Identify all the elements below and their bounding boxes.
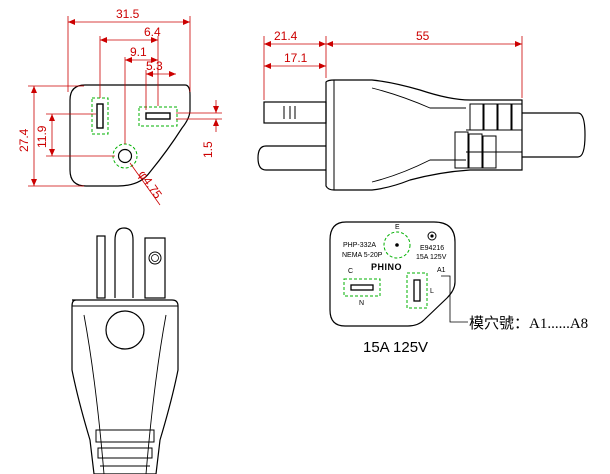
top-view xyxy=(71,227,179,474)
side-cord xyxy=(522,112,586,158)
front-ground-hole xyxy=(117,148,133,164)
cert-mark-icon xyxy=(427,231,437,241)
face-ground-label: E xyxy=(395,224,400,231)
face-model: PHP-332A xyxy=(343,242,376,249)
face-cert: E94216 xyxy=(420,245,444,252)
dim-overall-length: 55 xyxy=(416,29,430,43)
top-pin-left xyxy=(96,235,106,299)
top-pin-ground xyxy=(114,227,134,298)
face-line-slot xyxy=(413,279,421,302)
face-ground-guide xyxy=(383,231,411,259)
top-body-circle xyxy=(105,310,145,350)
side-view: 21.4 55 17.1 xyxy=(257,29,586,191)
dim-slot-offset: 5.3 xyxy=(146,59,163,73)
dim-width: 31.5 xyxy=(116,7,140,21)
dim-pin-to-body: 17.1 xyxy=(284,51,308,65)
mold-note: 模穴號：A1......A8 xyxy=(469,315,588,332)
face-line-guide xyxy=(406,272,428,309)
front-view: 31.5 6.4 9.1 5.3 27.4 11.9 1.5 φ4.75 xyxy=(17,7,222,206)
side-body xyxy=(325,79,523,191)
face-brand: PHINO xyxy=(371,262,402,272)
front-slot-horizontal xyxy=(145,112,171,120)
front-slot-horizontal-guide xyxy=(138,106,178,127)
face-outline xyxy=(329,221,456,327)
dim-center-height: 11.9 xyxy=(35,125,49,148)
face-neutral-slot xyxy=(350,284,374,291)
face-neutral-guide xyxy=(343,278,381,297)
top-body xyxy=(71,299,179,474)
mold-note-leader xyxy=(441,275,468,323)
face-line-label: L xyxy=(430,288,434,295)
face-line-top: A1 xyxy=(437,267,446,274)
side-pin-ground xyxy=(257,145,326,171)
dim-slot-depth: 1.5 xyxy=(201,141,215,158)
plug-rating: 15A 125V xyxy=(363,339,428,356)
face-neutral-top: C xyxy=(348,268,353,275)
face-neutral-label: N xyxy=(359,300,364,307)
dim-ground-offset: 9.1 xyxy=(130,45,147,59)
face-ground-hole xyxy=(395,243,399,247)
face-rating-small: 15A 125V xyxy=(416,254,447,261)
dim-pin-span: 6.4 xyxy=(144,25,161,39)
front-face-outline xyxy=(69,84,191,187)
front-ground-guide xyxy=(112,143,138,169)
face-view: E PHP-332A NEMA 5-20P E94216 15A 125V PH… xyxy=(329,221,588,356)
dim-height: 27.4 xyxy=(17,128,31,152)
dim-ground-dia: φ4.75 xyxy=(136,168,166,202)
top-pin-hole xyxy=(148,251,162,265)
front-slot-vertical xyxy=(96,103,104,129)
face-nema: NEMA 5-20P xyxy=(342,252,383,259)
dim-pin-length: 21.4 xyxy=(274,29,298,43)
top-pin-right xyxy=(144,237,166,299)
